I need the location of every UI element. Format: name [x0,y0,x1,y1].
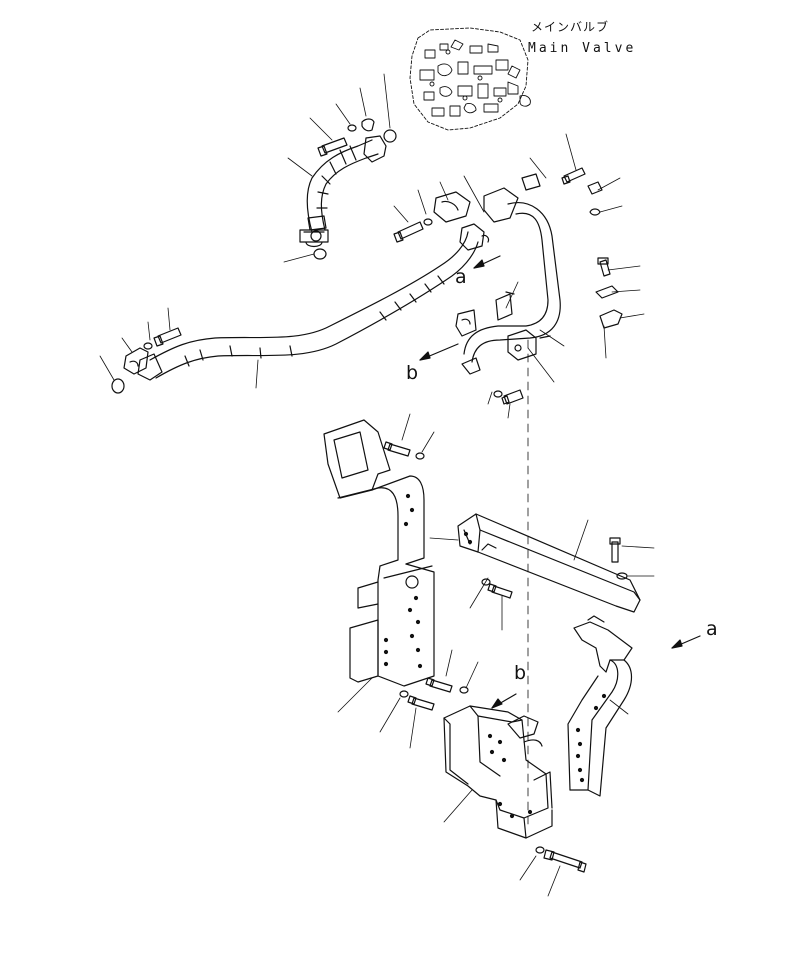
left-fitting [111,347,149,394]
arrow-a-top [473,255,501,269]
view-ref-b-bottom: b [514,662,527,684]
main-valve [409,27,531,131]
arrow-b-bottom [491,693,517,709]
bottom-bracket [443,705,553,839]
view-ref-a-top: a [455,266,467,288]
center-beam [457,513,641,613]
view-ref-b-top: b [406,362,419,384]
leader-lines-right [505,133,645,383]
main-valve-label-jp: メインバルブ [531,20,610,34]
bolt-upper-1 [317,137,348,157]
left-bracket-bolts [383,441,469,711]
right-bracket [567,615,633,797]
center-clamp [393,191,471,243]
leader-lines-left-bracket [337,413,479,749]
center-beam-bolts [481,537,628,599]
main-valve-label-en: Main Valve [528,41,637,56]
long-hose [137,223,490,381]
leader-lines-center [393,175,485,223]
bolt-left [143,327,182,350]
bottom-bolt [519,846,587,897]
arrow-b-top [419,343,459,361]
arrow-a-right [671,635,701,649]
leader-lines-left [99,307,259,389]
right-steel-pipe [455,187,561,375]
leader-lines-beam [429,519,655,631]
left-bracket [323,419,435,687]
right-clamps [521,167,623,329]
view-ref-a-right: a [706,618,718,640]
upper-left-hose [299,135,387,248]
leader-lines-upper [283,73,391,263]
